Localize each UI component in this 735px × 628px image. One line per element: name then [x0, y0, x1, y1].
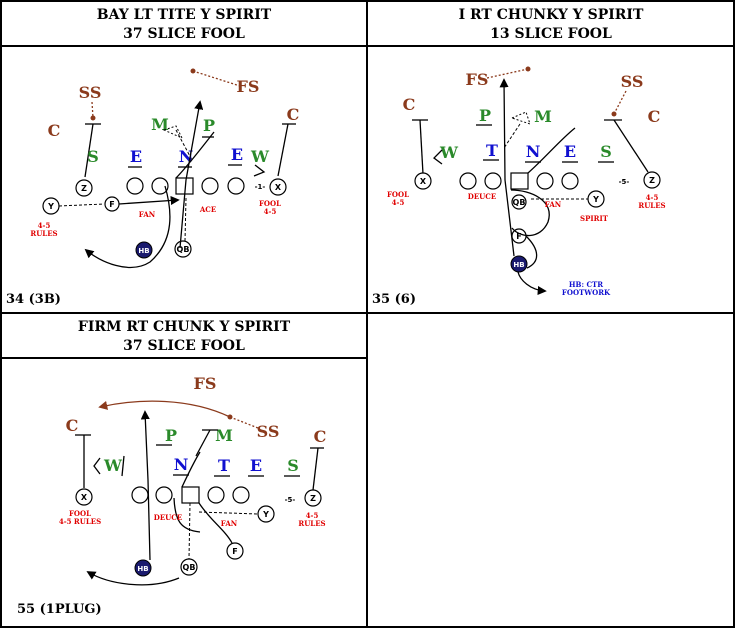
player-f: F	[109, 200, 114, 209]
defender-p: P	[479, 106, 491, 125]
route-group	[86, 410, 259, 586]
defender-fs: FS	[466, 70, 489, 89]
defender-c-left: C	[403, 95, 416, 114]
note-fan: FAN	[139, 210, 156, 219]
note-fan: FAN	[545, 200, 562, 209]
play-number: 35 (6)	[372, 292, 416, 307]
offense-group: X Y Z F HB QB -5-	[414, 171, 661, 273]
defender-ss: SS	[79, 83, 102, 102]
player-hb: HB	[138, 247, 149, 255]
play-title-line2: 37 SLICE FOOL	[123, 26, 245, 42]
player-qb: QB	[183, 563, 196, 572]
defense-group: SS FS C M P C S E N E W	[48, 68, 300, 178]
defender-p: P	[165, 426, 177, 445]
defender-c-left: C	[66, 416, 79, 435]
defender-fs: FS	[194, 374, 217, 393]
note-spirit: SPIRIT	[580, 214, 609, 223]
defender-n: N	[526, 142, 541, 161]
note-footwork: FOOTWORK	[562, 288, 611, 297]
player-y: Y	[592, 195, 599, 204]
player-x: X	[81, 493, 88, 502]
split-label: -1-	[255, 183, 266, 191]
defender-e: E	[250, 456, 262, 475]
player-x: X	[275, 183, 282, 192]
play-title-line1: I RT CHUNKY Y SPIRIT	[459, 7, 644, 23]
route-group	[499, 78, 588, 296]
play-panel-3: FIRM RT CHUNK Y SPIRIT 37 SLICE FOOL 55 …	[17, 319, 326, 617]
split-label: -5-	[619, 178, 630, 186]
defender-w: W	[439, 143, 459, 162]
defender-ss: SS	[621, 72, 644, 91]
note-fan: FAN	[221, 519, 238, 528]
defender-t: T	[486, 141, 498, 160]
play-title-line1: BAY LT TITE Y SPIRIT	[97, 7, 272, 23]
note-hb-ctr: HB: CTR	[569, 280, 603, 289]
note-ace: ACE	[199, 205, 216, 214]
defense-group: FS C P M SS C W N T E S	[66, 374, 327, 491]
defender-c-left: C	[48, 121, 61, 140]
note-fool: FOOL	[69, 509, 91, 518]
defender-m: M	[215, 426, 233, 445]
defender-e: E	[564, 142, 576, 161]
defender-t: T	[218, 456, 230, 475]
player-z: Z	[310, 494, 316, 503]
play-number: 55 (1PLUG)	[17, 602, 102, 617]
defender-e-left: E	[130, 147, 142, 166]
play-title-line2: 37 SLICE FOOL	[123, 338, 245, 354]
defender-w: W	[250, 147, 270, 166]
player-hb: HB	[137, 565, 148, 573]
defender-w: W	[103, 456, 123, 475]
split-label: -5-	[285, 496, 296, 504]
play-title-line1: FIRM RT CHUNK Y SPIRIT	[78, 319, 291, 335]
play-panel-2: I RT CHUNKY Y SPIRIT 13 SLICE FOOL 35 (6…	[372, 7, 666, 307]
defender-e-right: E	[231, 145, 243, 164]
offense-group: Z X Y F HB QB -1-	[42, 177, 287, 259]
defender-s: S	[600, 142, 612, 161]
player-f: F	[232, 547, 237, 556]
defense-group: FS SS C P M C W T N E S	[403, 66, 661, 175]
defender-p: P	[203, 116, 215, 135]
play-number: 34 (3B)	[6, 292, 61, 307]
player-qb: QB	[177, 245, 190, 254]
defender-c-right: C	[287, 105, 300, 124]
defender-fs: FS	[237, 77, 260, 96]
defender-s: S	[287, 456, 299, 475]
defender-m: M	[534, 107, 552, 126]
offense-group: X Z Y F HB QB -5-	[75, 486, 322, 577]
player-x: X	[420, 177, 427, 186]
play-title-line2: 13 SLICE FOOL	[490, 26, 612, 42]
defender-c-right: C	[648, 107, 661, 126]
note-deuce: DEUCE	[468, 192, 496, 201]
defender-ss: SS	[257, 422, 280, 441]
player-hb: HB	[513, 261, 524, 269]
route-group	[58, 100, 215, 268]
player-z: Z	[649, 176, 655, 185]
player-y: Y	[47, 202, 54, 211]
defender-s: S	[87, 147, 99, 166]
note-fool-rules: 4-5 RULES	[59, 517, 101, 526]
player-qb: QB	[513, 198, 526, 207]
defender-m: M	[151, 115, 169, 134]
player-y: Y	[262, 510, 269, 519]
play-panel-1: BAY LT TITE Y SPIRIT 37 SLICE FOOL 34 (3…	[6, 7, 299, 307]
defender-n: N	[174, 455, 189, 474]
player-z: Z	[81, 184, 87, 193]
player-f: F	[516, 232, 521, 241]
defender-c-right: C	[314, 427, 327, 446]
note-deuce: DEUCE	[154, 513, 182, 522]
